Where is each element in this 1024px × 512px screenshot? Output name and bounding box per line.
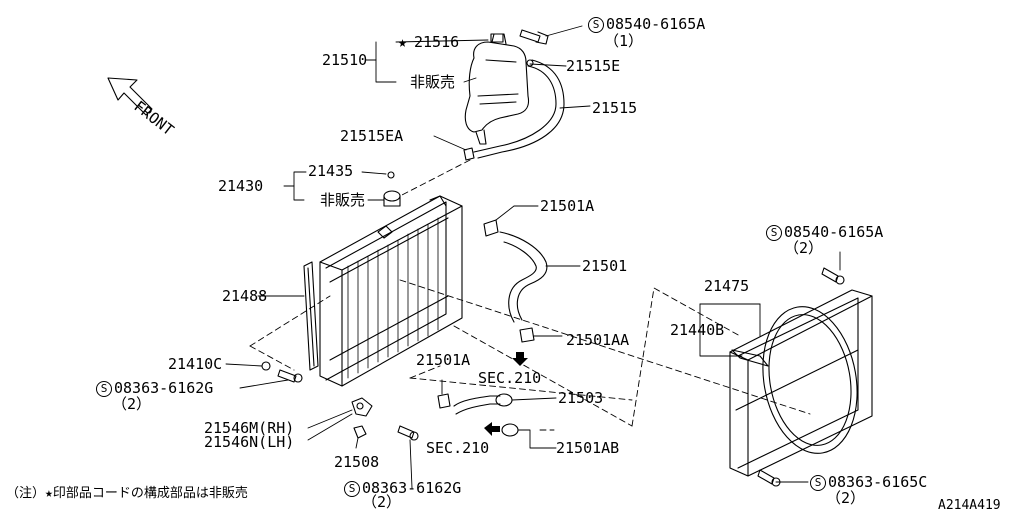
bolt-shroud-top[interactable] — [821, 267, 845, 285]
bracket-21546[interactable] — [351, 397, 373, 417]
label-21546n: 21546N(LH) — [204, 433, 295, 451]
s-mark-3: S — [344, 481, 360, 497]
radiator-cap[interactable] — [383, 171, 401, 207]
not-sold-label-1: 非販売 — [410, 73, 456, 91]
label-21515ea: 21515EA — [340, 127, 404, 145]
hose-clip-21515ea[interactable] — [463, 147, 475, 161]
front-arrow-icon — [107, 77, 153, 116]
sec210-label-b[interactable]: SEC.210 — [426, 439, 490, 457]
leader-lines — [225, 25, 841, 489]
footnote: （注）★印部品コードの構成部品は非販売 — [6, 486, 248, 501]
bolt-5-part-number: 08363-6165C — [828, 473, 928, 491]
reservoir-cap[interactable] — [490, 33, 504, 43]
reservoir-hose[interactable] — [473, 59, 565, 159]
clamp-21501a-mid[interactable] — [437, 393, 451, 409]
bolt-top[interactable] — [519, 29, 549, 45]
clamp-21501aa[interactable] — [519, 327, 535, 343]
sec210-arrow-b — [484, 422, 500, 436]
bolt-5-qty: （2） — [826, 489, 866, 507]
label-21546m: 21546M(RH) — [204, 419, 295, 437]
label-21410c: 21410C — [168, 355, 223, 373]
label-21510: 21510 — [322, 51, 368, 69]
mount-bushing[interactable] — [261, 361, 271, 371]
lower-hose[interactable] — [453, 393, 513, 415]
label-21501a-mid: 21501A — [416, 351, 471, 369]
label-21488: 21488 — [222, 287, 268, 305]
label-21503: 21503 — [558, 389, 604, 407]
s-mark-4: S — [766, 225, 782, 241]
sec210-arrow-a — [512, 352, 528, 366]
label-21515e: 21515E — [566, 57, 621, 75]
dashed-guides — [249, 159, 811, 431]
sec210-label-a[interactable]: SEC.210 — [478, 369, 542, 387]
label-21435: 21435 — [308, 162, 354, 180]
bolt-4-qty: （2） — [784, 239, 824, 257]
clamp-21501ab[interactable] — [501, 423, 519, 437]
label-21515: 21515 — [592, 99, 638, 117]
not-sold-label-2: 非販売 — [320, 191, 366, 209]
bolt-1-part-number: 08540-6165A — [606, 15, 706, 33]
grommet-21508[interactable] — [353, 425, 367, 439]
side-seal[interactable] — [303, 261, 319, 371]
upper-hose[interactable] — [499, 231, 548, 323]
bolt-4-part-number: 08540-6165A — [784, 223, 884, 241]
clamp-21501a-top[interactable] — [483, 219, 499, 237]
bolt-2-part-number: 08363-6162G — [114, 379, 214, 397]
bolt-lower[interactable] — [397, 425, 419, 441]
reservoir-tank[interactable] — [464, 33, 530, 145]
label-21440b: 21440B — [670, 321, 725, 339]
fan-shroud[interactable] — [729, 289, 873, 477]
s-mark-1: S — [588, 17, 604, 33]
label-21501aa: 21501AA — [566, 331, 630, 349]
label-21430: 21430 — [218, 177, 264, 195]
drawing-id: A214A419 — [938, 498, 1001, 512]
bolt-21410c[interactable] — [277, 369, 303, 383]
label-21508: 21508 — [334, 453, 380, 471]
s-mark-5: S — [810, 475, 826, 491]
label-21475: 21475 — [704, 277, 750, 295]
bolt-2-qty: （2） — [112, 395, 152, 413]
s-mark-2: S — [96, 381, 112, 397]
bolt-3-part-number: 08363-6162G — [362, 479, 462, 497]
radiator-core[interactable] — [319, 195, 463, 387]
bolt-3-qty: （2） — [362, 493, 402, 511]
label-21501: 21501 — [582, 257, 628, 275]
bolt-shroud-bottom[interactable] — [757, 469, 781, 487]
label-21501a-top: 21501A — [540, 197, 595, 215]
star-mark: ★ — [398, 33, 408, 51]
shroud-seal-21440b[interactable] — [731, 349, 769, 367]
label-21516: 21516 — [414, 33, 460, 51]
bolt-1-qty: （1） — [604, 32, 644, 50]
label-21501ab: 21501AB — [556, 439, 620, 457]
